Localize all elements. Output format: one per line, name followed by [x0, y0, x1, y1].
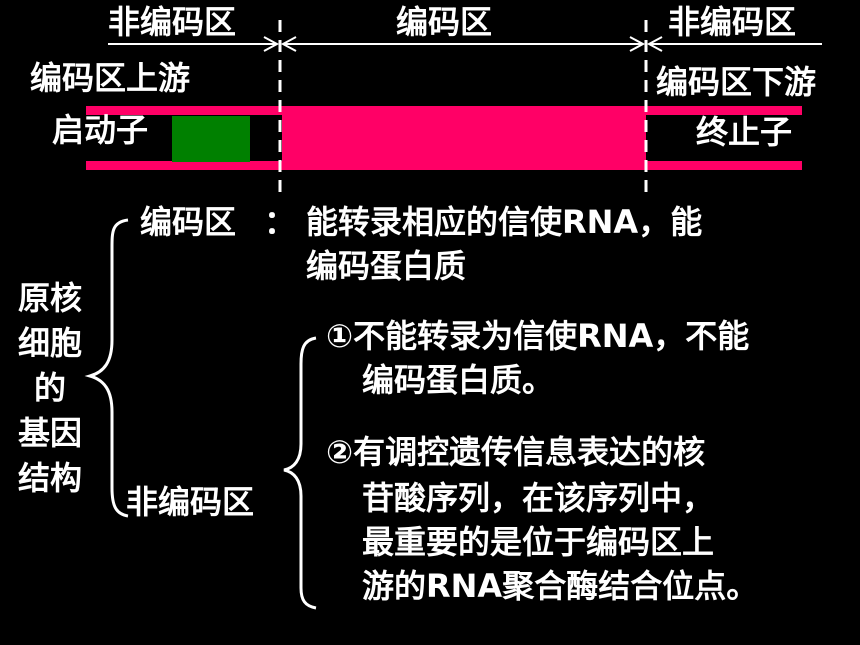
noncoding-point2-line4: 游的RNA聚合酶结合位点。	[362, 567, 759, 605]
terminator-label: 终止子	[696, 113, 793, 151]
side-label-line: 基因	[17, 414, 82, 452]
side-label-line: 细胞	[17, 324, 82, 362]
upstream-strand-bottom	[86, 161, 282, 170]
side-label-line: 结构	[17, 459, 82, 497]
upstream-strand-top	[86, 106, 282, 115]
noncoding-point2-line1: ②有调控遗传信息表达的核	[326, 433, 706, 471]
promoter-box	[172, 116, 250, 162]
coding-colon: ：	[264, 203, 297, 241]
side-label-line: 原核	[17, 279, 82, 317]
coding-description-line2: 编码蛋白质	[306, 247, 467, 285]
downstream-label: 编码区下游	[656, 63, 817, 101]
coding-region-block	[282, 106, 646, 170]
top-label-left-noncoding: 非编码区	[108, 3, 237, 41]
downstream-strand-bottom	[646, 161, 802, 170]
noncoding-point1-line1: ①不能转录为信使RNA，不能	[326, 317, 750, 355]
outer-brace	[84, 218, 129, 518]
left-noncoding-arrow	[108, 36, 280, 52]
right-noncoding-arrow	[646, 36, 822, 52]
side-label-prokaryotic-gene-structure: 原核 细胞 的 基因 结构	[10, 276, 90, 501]
upstream-label: 编码区上游	[30, 59, 191, 97]
coding-term: 编码区	[140, 203, 237, 241]
side-label-line: 的	[33, 369, 66, 407]
noncoding-point1-line2: 编码蛋白质。	[362, 361, 555, 399]
top-label-coding: 编码区	[396, 3, 493, 41]
top-label-right-noncoding: 非编码区	[668, 3, 797, 41]
inner-brace	[283, 336, 317, 610]
noncoding-point2-line2: 苷酸序列，在该序列中，	[362, 479, 715, 517]
downstream-strand-top	[646, 106, 802, 115]
promoter-label: 启动子	[52, 111, 149, 149]
noncoding-point2-line3: 最重要的是位于编码区上	[362, 523, 715, 561]
coding-arrow	[280, 36, 646, 52]
coding-description-line1: 能转录相应的信使RNA，能	[306, 203, 703, 241]
noncoding-term: 非编码区	[126, 483, 255, 521]
